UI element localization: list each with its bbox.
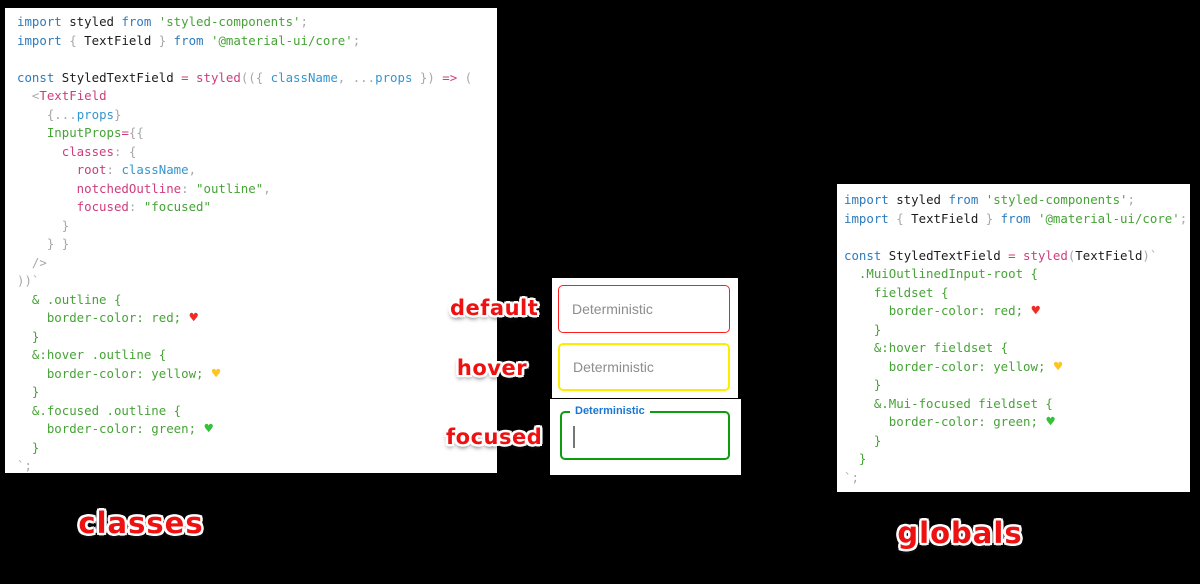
code-line: } bbox=[17, 439, 40, 455]
code-line: ))` bbox=[17, 273, 40, 288]
code-line: import { TextField } from '@material-ui/… bbox=[844, 210, 1188, 226]
code-line: classes: { bbox=[17, 143, 137, 159]
code-line: focused: "focused" bbox=[17, 199, 211, 214]
textfield-default-input[interactable] bbox=[559, 286, 729, 332]
code-line: &.focused .outline { bbox=[17, 402, 182, 418]
textfield-hover-state[interactable] bbox=[558, 343, 730, 391]
code-line: const StyledTextField = styled(({ classN… bbox=[17, 69, 473, 85]
code-line: & .outline { bbox=[17, 291, 122, 307]
code-block-classes-approach: import styled from 'styled-components'; i… bbox=[5, 8, 497, 473]
code-line: &:hover .outline { bbox=[17, 347, 167, 362]
code-line: } bbox=[844, 432, 882, 448]
code-line: InputProps={{ bbox=[17, 125, 144, 140]
textfield-focused-state[interactable]: Deterministic bbox=[560, 405, 730, 460]
code-line: } bbox=[844, 451, 867, 466]
code-line: border-color: yellow; ♥ bbox=[844, 358, 1063, 375]
code-block-globals-approach: import styled from 'styled-components'; i… bbox=[837, 184, 1190, 492]
code-line: &:hover fieldset { bbox=[844, 340, 1009, 355]
state-label-focused: focused bbox=[446, 425, 543, 449]
code-line: `; bbox=[17, 458, 32, 473]
code-line: } bbox=[17, 384, 40, 399]
code-line: } bbox=[844, 377, 882, 392]
caption-globals: globals bbox=[897, 516, 1023, 550]
code-line: border-color: yellow; ♥ bbox=[17, 365, 221, 382]
code-line: import styled from 'styled-components'; bbox=[17, 14, 308, 29]
code-line: border-color: red; ♥ bbox=[17, 310, 198, 326]
textfield-hover-input[interactable] bbox=[560, 345, 728, 389]
code-line: } bbox=[17, 328, 40, 344]
textfield-focused-panel: Deterministic bbox=[550, 399, 741, 475]
text-cursor bbox=[573, 426, 575, 448]
code-line: <TextField bbox=[17, 88, 107, 103]
textfield-focused-input[interactable] bbox=[562, 413, 728, 458]
code-line: import styled from 'styled-components'; bbox=[844, 192, 1135, 207]
code-line: } } bbox=[17, 236, 70, 251]
textfield-default-state[interactable] bbox=[558, 285, 730, 333]
code-line bbox=[17, 50, 497, 69]
code-line: fieldset { bbox=[844, 284, 949, 300]
code-line: const StyledTextField = styled(TextField… bbox=[844, 247, 1158, 263]
caption-classes: classes bbox=[78, 506, 204, 540]
code-line: /> bbox=[17, 254, 47, 270]
code-line: {...props} bbox=[17, 106, 122, 122]
state-label-default: default bbox=[450, 296, 539, 320]
code-line: } bbox=[844, 321, 882, 337]
code-line: `; bbox=[844, 469, 859, 485]
code-line: border-color: red; ♥ bbox=[844, 303, 1040, 319]
code-line: notchedOutline: "outline", bbox=[17, 180, 271, 196]
code-line: border-color: green; ♥ bbox=[844, 414, 1055, 430]
code-line: import { TextField } from '@material-ui/… bbox=[17, 32, 361, 48]
textfield-demo-panel bbox=[552, 278, 738, 398]
code-line bbox=[844, 228, 1190, 247]
code-line: } bbox=[17, 217, 70, 233]
code-line: .MuiOutlinedInput-root { bbox=[844, 266, 1038, 281]
code-line: &.Mui-focused fieldset { bbox=[844, 395, 1053, 411]
code-line: border-color: green; ♥ bbox=[17, 421, 213, 437]
state-label-hover: hover bbox=[456, 356, 528, 380]
code-line: root: className, bbox=[17, 162, 197, 177]
